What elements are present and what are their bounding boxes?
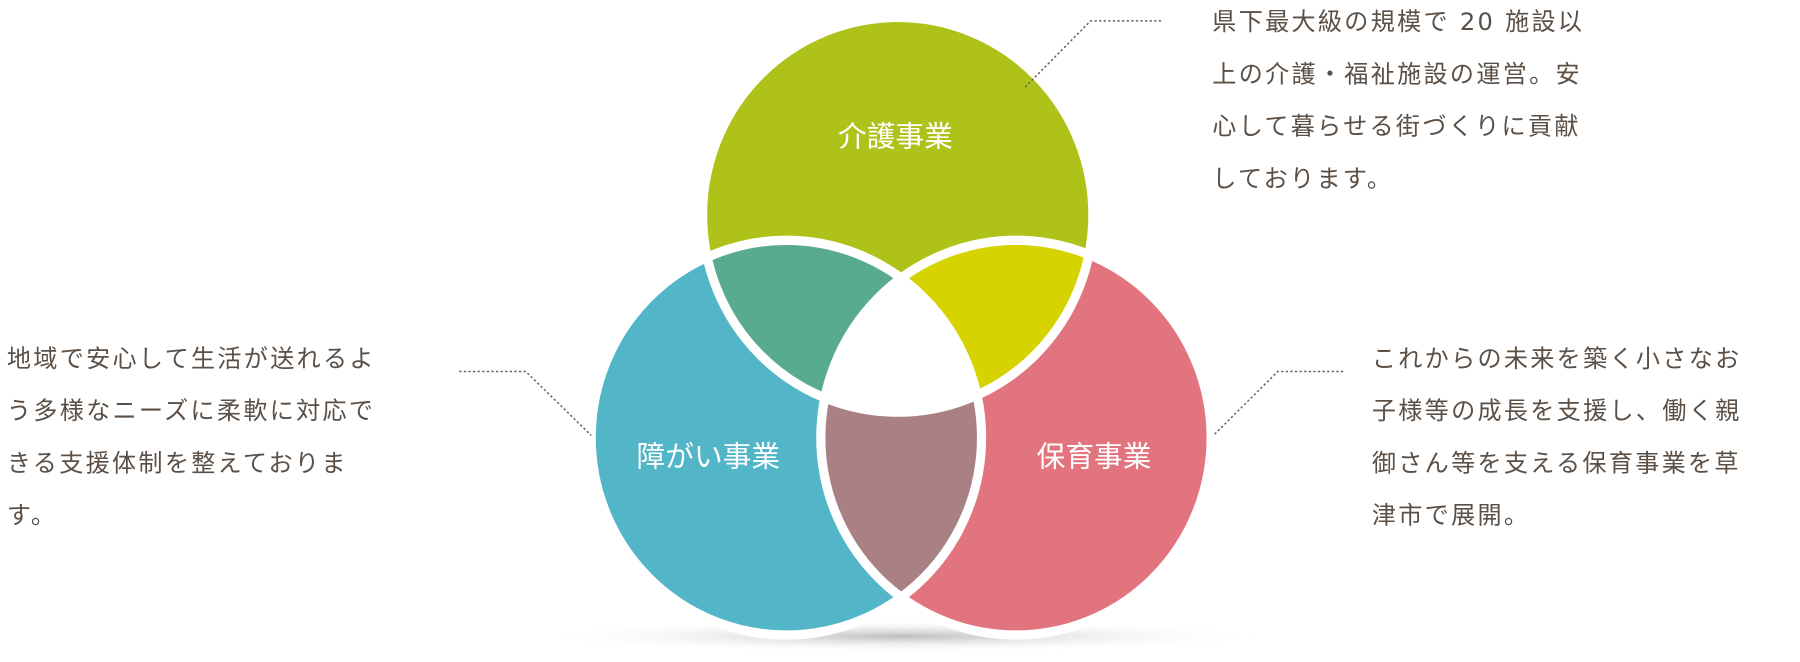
text-line: きる支援体制を整えておりま <box>6 449 348 478</box>
text-line: 地域で安心して生活が送れるよ <box>6 344 376 373</box>
care-label: 介護事業 <box>838 119 953 153</box>
childcare-description: これからの未来を築く小さなお 子様等の成長を支援し、働く親 御さん等を支える保育… <box>1372 333 1742 542</box>
care-leader-line <box>1024 20 1162 88</box>
disability-leader-line <box>459 370 592 436</box>
childcare-label: 保育事業 <box>1037 440 1152 474</box>
shadow <box>533 619 1269 653</box>
text-line: 上の介護・福祉施設の運営。安 <box>1212 60 1582 89</box>
childcare-leader-line <box>1212 370 1344 436</box>
text-line: これからの未来を築く小さなお <box>1371 344 1742 373</box>
text-line: 県下最大級の規模で 20 施設以 <box>1212 8 1585 36</box>
care-description: 県下最大級の規模で 20 施設以 上の介護・福祉施設の運営。安 心して暮らせる街… <box>1212 0 1584 205</box>
disability-description: 地域で安心して生活が送れるよ う多様なニーズに柔軟に対応で きる支援体制を整えて… <box>7 333 376 542</box>
text-line: す。 <box>6 501 58 530</box>
text-line: 御さん等を支える保育事業を草 <box>1371 449 1741 478</box>
text-line: う多様なニーズに柔軟に対応で <box>6 397 376 425</box>
center-overlap <box>820 240 982 413</box>
text-line: 津市で展開。 <box>1371 501 1531 530</box>
text-line: しております。 <box>1212 164 1394 193</box>
disability-label: 障がい事業 <box>637 440 780 474</box>
text-line: 子様等の成長を支援し、働く親 <box>1371 397 1742 425</box>
text-line: 心して暮らせる街づくりに貢献 <box>1212 112 1581 141</box>
